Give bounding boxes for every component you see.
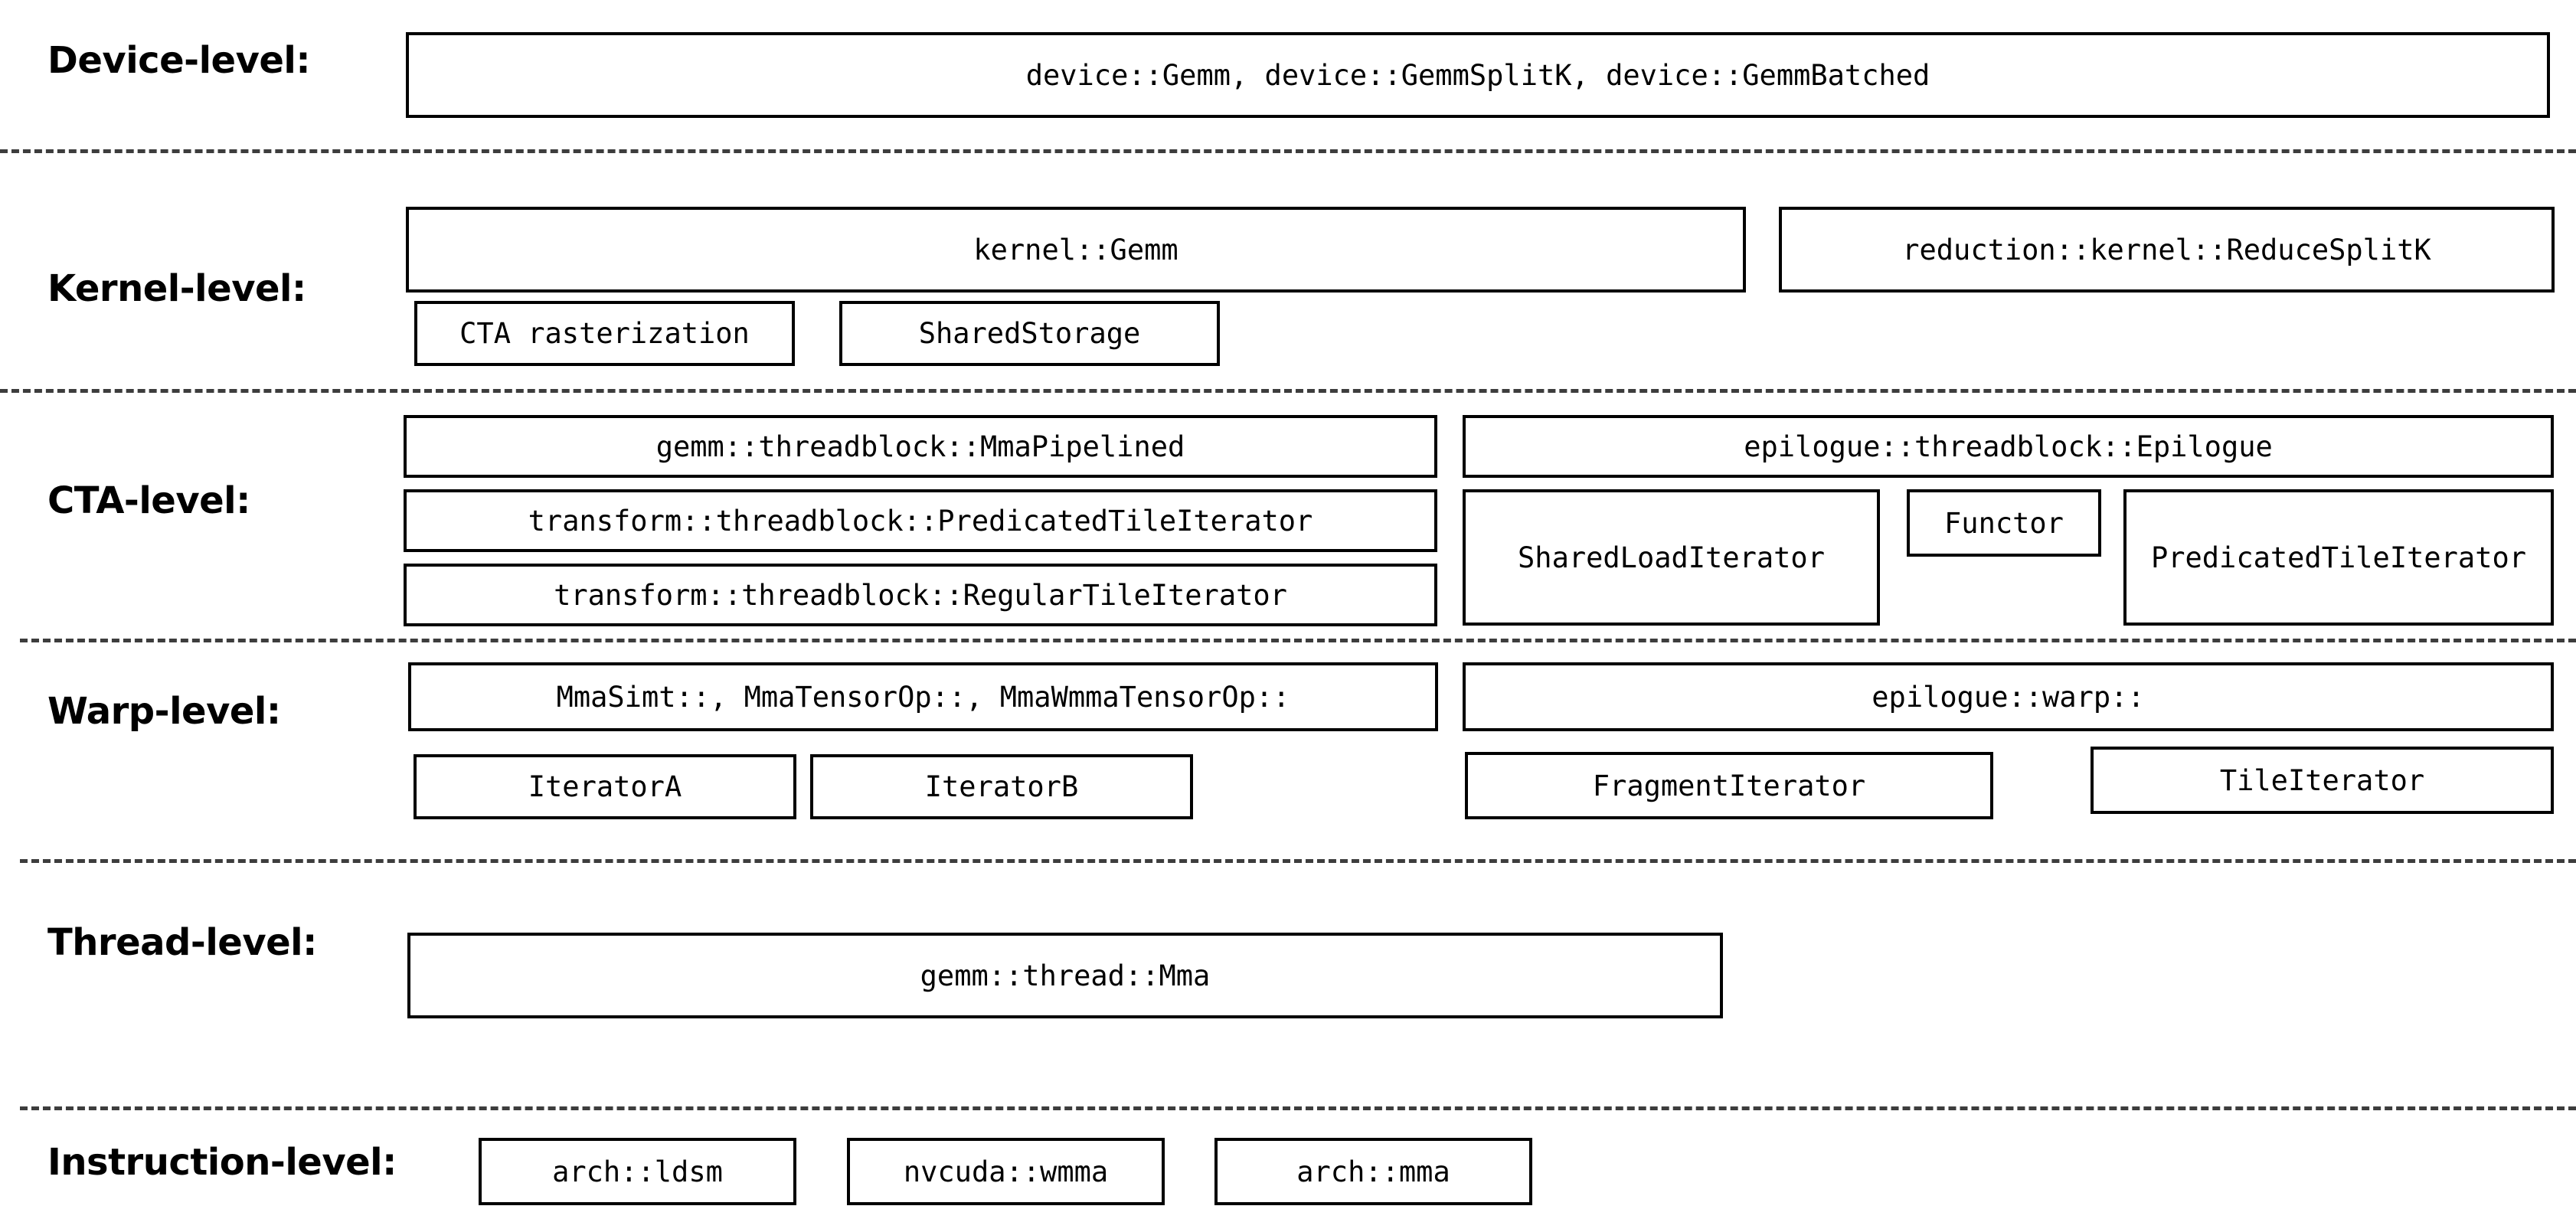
- box-tileiterator[interactable]: TileIterator: [2091, 747, 2554, 814]
- box-epilogue-warp[interactable]: epilogue::warp::: [1463, 662, 2554, 731]
- divider-cta-warp: [20, 639, 2576, 642]
- box-functor-label: Functor: [1944, 506, 2064, 540]
- box-shared-storage-label: SharedStorage: [918, 317, 1141, 350]
- box-gemm-threadblock-mmapipelined[interactable]: gemm::threadblock::MmaPipelined: [404, 415, 1437, 478]
- box-predicatedtileiterator-label: PredicatedTileIterator: [2150, 541, 2527, 574]
- box-iterator-a-label: IteratorA: [528, 770, 682, 803]
- box-nvcuda-wmma[interactable]: nvcuda::wmma: [847, 1138, 1165, 1205]
- box-iterator-a[interactable]: IteratorA: [414, 754, 796, 819]
- box-cta-rasterization[interactable]: CTA rasterization: [414, 301, 795, 366]
- box-iterator-b[interactable]: IteratorB: [810, 754, 1193, 819]
- box-sharedloaditerator[interactable]: SharedLoadIterator: [1463, 489, 1880, 626]
- row-label-thread-level: Thread-level:: [47, 921, 317, 964]
- box-transform-threadblock-regulartileiterator[interactable]: transform::threadblock::RegularTileItera…: [404, 564, 1437, 626]
- box-nvcuda-wmma-label: nvcuda::wmma: [903, 1155, 1109, 1188]
- box-arch-ldsm[interactable]: arch::ldsm: [479, 1138, 796, 1205]
- box-gemm-thread-mma-label: gemm::thread::Mma: [920, 959, 1211, 992]
- box-epilogue-threadblock-epilogue-label: epilogue::threadblock::Epilogue: [1744, 430, 2273, 463]
- box-arch-mma[interactable]: arch::mma: [1214, 1138, 1532, 1205]
- box-transform-threadblock-predicatedtileiterator-label: transform::threadblock::PredicatedTileIt…: [528, 504, 1313, 538]
- box-fragmentiterator-label: FragmentIterator: [1592, 769, 1866, 802]
- box-epilogue-warp-label: epilogue::warp::: [1872, 680, 2145, 714]
- box-arch-ldsm-label: arch::ldsm: [552, 1155, 723, 1188]
- row-label-instruction-level: Instruction-level:: [47, 1141, 397, 1184]
- box-device-gemm-label: device::Gemm, device::GemmSplitK, device…: [1025, 58, 1930, 92]
- box-transform-threadblock-regulartileiterator-label: transform::threadblock::RegularTileItera…: [554, 578, 1287, 612]
- box-kernel-gemm[interactable]: kernel::Gemm: [406, 207, 1746, 292]
- box-reduction-kernel-reducesplitk-label: reduction::kernel::ReduceSplitK: [1902, 233, 2431, 266]
- box-fragmentiterator[interactable]: FragmentIterator: [1465, 752, 1993, 819]
- box-mma-variants-label: MmaSimt::, MmaTensorOp::, MmaWmmaTensorO…: [556, 680, 1290, 714]
- box-predicatedtileiterator[interactable]: PredicatedTileIterator: [2123, 489, 2554, 626]
- box-device-gemm[interactable]: device::Gemm, device::GemmSplitK, device…: [406, 32, 2550, 118]
- box-epilogue-threadblock-epilogue[interactable]: epilogue::threadblock::Epilogue: [1463, 415, 2554, 478]
- box-gemm-threadblock-mmapipelined-label: gemm::threadblock::MmaPipelined: [655, 430, 1185, 463]
- box-reduction-kernel-reducesplitk[interactable]: reduction::kernel::ReduceSplitK: [1779, 207, 2555, 292]
- box-mma-variants[interactable]: MmaSimt::, MmaTensorOp::, MmaWmmaTensorO…: [408, 662, 1438, 731]
- divider-thread-instruction: [20, 1106, 2576, 1110]
- row-label-device-level: Device-level:: [47, 39, 311, 82]
- divider-kernel-cta: [0, 389, 2576, 393]
- box-gemm-thread-mma[interactable]: gemm::thread::Mma: [407, 933, 1723, 1018]
- box-iterator-b-label: IteratorB: [924, 770, 1079, 803]
- box-arch-mma-label: arch::mma: [1296, 1155, 1450, 1188]
- box-functor[interactable]: Functor: [1907, 489, 2101, 557]
- box-transform-threadblock-predicatedtileiterator[interactable]: transform::threadblock::PredicatedTileIt…: [404, 489, 1437, 552]
- divider-device-kernel: [0, 149, 2576, 153]
- box-kernel-gemm-label: kernel::Gemm: [973, 233, 1178, 266]
- row-label-cta-level: CTA-level:: [47, 479, 250, 522]
- box-cta-rasterization-label: CTA rasterization: [459, 317, 750, 350]
- divider-warp-thread: [20, 859, 2576, 863]
- row-label-warp-level: Warp-level:: [47, 690, 281, 733]
- box-tileiterator-label: TileIterator: [2219, 763, 2425, 797]
- row-label-kernel-level: Kernel-level:: [47, 267, 306, 310]
- box-sharedloaditerator-label: SharedLoadIterator: [1518, 541, 1825, 574]
- box-shared-storage[interactable]: SharedStorage: [839, 301, 1220, 366]
